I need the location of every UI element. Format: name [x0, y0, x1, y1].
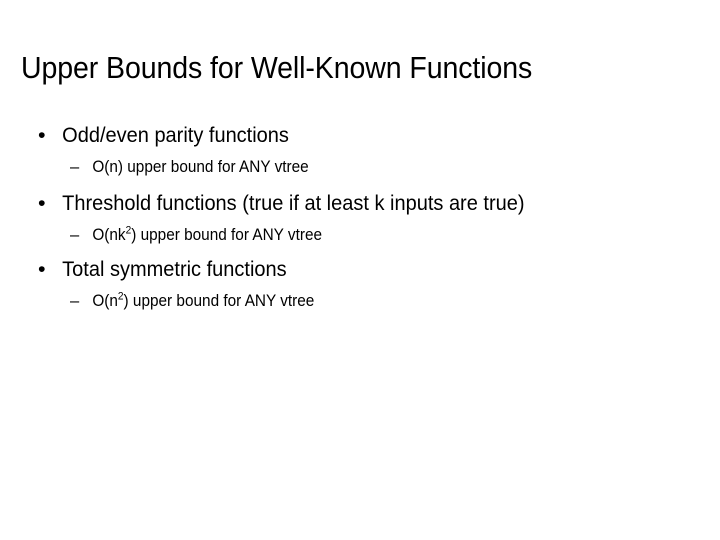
sub-bullet-item-parity: – O(n) upper bound for ANY vtree	[0, 154, 720, 180]
slide-body: • Odd/even parity functions – O(n) upper…	[0, 120, 720, 314]
bullet-label-threshold: Threshold functions (true if at least k …	[62, 191, 525, 215]
bullet-dash-icon: –	[70, 158, 80, 176]
bullet-item-symmetric: • Total symmetric functions	[0, 254, 720, 285]
bullet-dot-icon: •	[38, 257, 46, 281]
bullet-group-symmetric: • Total symmetric functions – O(n2) uppe…	[0, 254, 720, 314]
bullet-group-parity: • Odd/even parity functions – O(n) upper…	[0, 120, 720, 180]
complexity-suffix: ) upper bound for ANY vtree	[131, 226, 323, 244]
page-title: Upper Bounds for Well-Known Functions	[21, 51, 533, 85]
complexity-exponent: 2	[125, 224, 132, 237]
sub-bullet-item-threshold: – O(nk2) upper bound for ANY vtree	[0, 222, 720, 248]
sub-bullet-label-parity: O(n) upper bound for ANY vtree	[92, 158, 309, 176]
bullet-item-parity: • Odd/even parity functions	[0, 120, 720, 151]
bullet-dash-icon: –	[70, 226, 80, 244]
sub-bullet-item-symmetric: – O(n2) upper bound for ANY vtree	[0, 288, 720, 314]
complexity-base: O(n	[92, 292, 118, 310]
sub-bullet-label-threshold: O(nk2) upper bound for ANY vtree	[70, 222, 322, 248]
bullet-label-parity: Odd/even parity functions	[62, 123, 289, 147]
bullet-group-threshold: • Threshold functions (true if at least …	[0, 188, 720, 248]
complexity-suffix: ) upper bound for ANY vtree	[123, 292, 315, 310]
complexity-base: O(nk	[92, 226, 126, 244]
bullet-dot-icon: •	[38, 123, 46, 147]
sub-bullet-label-symmetric: O(n2) upper bound for ANY vtree	[70, 288, 314, 314]
bullet-item-threshold: • Threshold functions (true if at least …	[0, 188, 720, 219]
complexity-exponent: 2	[117, 290, 124, 303]
bullet-dash-icon: –	[70, 292, 80, 310]
bullet-dot-icon: •	[38, 191, 46, 215]
bullet-label-symmetric: Total symmetric functions	[62, 257, 287, 281]
